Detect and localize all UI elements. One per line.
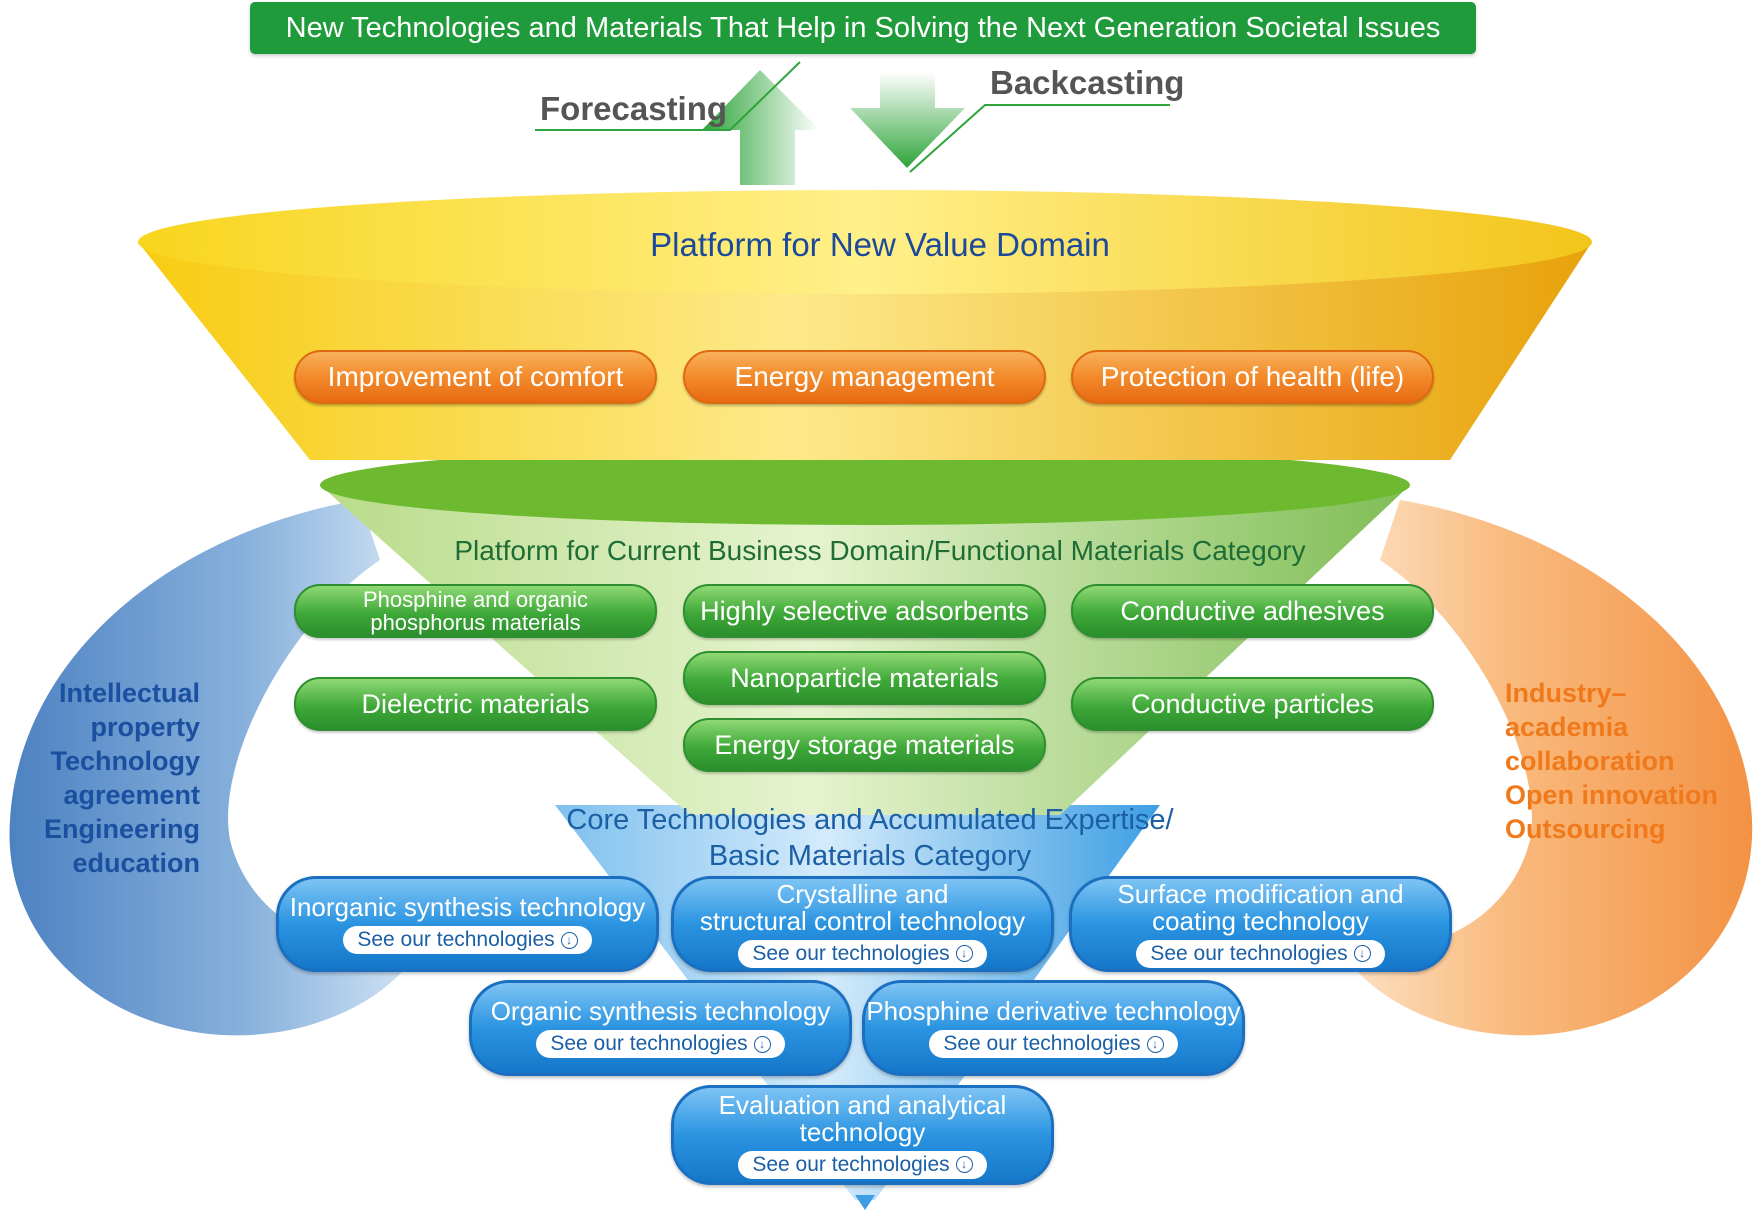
crystalline-card: Crystalline and structural control techn… <box>671 876 1054 972</box>
crystalline-label-line2: structural control technology <box>699 905 1026 936</box>
left-collaboration-arm <box>9 500 420 1036</box>
right-item: academia <box>1505 712 1629 742</box>
left-item: Engineering <box>43 814 200 844</box>
health-pill: Protection of health (life) <box>1071 350 1434 404</box>
inorganic-synthesis-card: Inorganic synthesis technology See our t… <box>276 876 659 972</box>
new-value-title: Platform for New Value Domain <box>650 226 1110 263</box>
see-label: See our technologies <box>752 941 950 965</box>
organic-see-button[interactable]: See our technologies ↓ <box>536 1030 785 1058</box>
evaluation-label: Evaluation and analytical technology <box>718 1089 1007 1147</box>
surface-modification-card: Surface modification and coating technol… <box>1069 876 1452 972</box>
energy-management-pill: Energy management <box>683 350 1046 404</box>
arrow-down-circle-icon: ↓ <box>560 931 578 949</box>
see-label: See our technologies <box>357 928 555 951</box>
right-side-list: Industry– academia collaboration Open in… <box>1505 676 1745 846</box>
see-label: See our technologies <box>752 1152 950 1176</box>
conductive-adhesives-pill: Conductive adhesives <box>1071 584 1434 638</box>
right-item: Open innovation <box>1505 780 1718 810</box>
phosphine-pill-line2: phosphorus materials <box>370 610 581 635</box>
core-title-line2: Basic Materials Category <box>708 840 1032 872</box>
forecasting-label: Forecasting <box>540 90 728 127</box>
backcasting-label: Backcasting <box>990 64 1185 101</box>
surface-see-button[interactable]: See our technologies ↓ <box>1136 939 1385 968</box>
arrow-down-circle-icon: ↓ <box>753 1035 771 1053</box>
organic-synthesis-card: Organic synthesis technology See our tec… <box>469 980 852 1076</box>
crystalline-label-line1: Crystalline and <box>776 878 949 909</box>
surface-label-line1: Surface modification and <box>1117 878 1404 909</box>
backcast-arrow-down <box>850 72 965 168</box>
surface-label-line2: coating technology <box>1152 905 1369 936</box>
left-item: Intellectual <box>58 678 200 708</box>
left-item: property <box>90 712 200 742</box>
left-side-list: Intellectual property Technology agreeme… <box>20 676 200 880</box>
evaluation-see-button[interactable]: See our technologies ↓ <box>738 1150 987 1179</box>
core-title-line1: Core Technologies and Accumulated Expert… <box>566 804 1174 836</box>
top-banner: New Technologies and Materials That Help… <box>250 2 1476 54</box>
phosphine-pill-line1: Phosphine and organic <box>362 587 589 612</box>
inorganic-synthesis-label: Inorganic synthesis technology <box>289 892 646 922</box>
green-funnel <box>320 485 1410 815</box>
phosphine-derivative-label: Phosphine derivative technology <box>866 996 1241 1026</box>
arrow-down-circle-icon: ↓ <box>955 945 973 962</box>
evaluation-card: Evaluation and analytical technology See… <box>671 1085 1054 1185</box>
organic-synthesis-label: Organic synthesis technology <box>490 996 831 1026</box>
green-funnel-rim <box>320 445 1410 525</box>
core-technologies-title: Core Technologies and Accumulated Expert… <box>520 802 1220 874</box>
conductive-particles-pill: Conductive particles <box>1071 677 1434 731</box>
adsorbents-pill: Highly selective adsorbents <box>683 584 1046 638</box>
left-item: agreement <box>63 780 200 810</box>
left-item: Technology <box>50 746 200 776</box>
phosphine-derivative-see-button[interactable]: See our technologies ↓ <box>929 1030 1178 1058</box>
phosphine-pill: Phosphine and organic phosphorus materia… <box>294 584 657 638</box>
right-item: collaboration <box>1505 746 1675 776</box>
backcast-underline <box>909 104 1170 173</box>
see-label: See our technologies <box>943 1032 1141 1055</box>
nanoparticle-pill: Nanoparticle materials <box>683 651 1046 705</box>
right-item: Outsourcing <box>1505 814 1666 844</box>
arrow-down-circle-icon: ↓ <box>1146 1035 1164 1053</box>
right-item: Industry– <box>1505 678 1627 708</box>
left-item: education <box>72 848 200 878</box>
arrow-down-circle-icon: ↓ <box>1353 945 1371 962</box>
inorganic-see-button[interactable]: See our technologies ↓ <box>343 926 592 954</box>
see-label: See our technologies <box>550 1032 748 1055</box>
current-business-title: Platform for Current Business Domain/Fun… <box>454 535 1306 566</box>
right-collaboration-arm <box>1340 500 1753 1036</box>
see-label: See our technologies <box>1150 941 1348 965</box>
comfort-pill: Improvement of comfort <box>294 350 657 404</box>
phosphine-derivative-card: Phosphine derivative technology See our … <box>862 980 1245 1076</box>
blue-funnel-tip <box>855 1195 875 1210</box>
yellow-funnel-rim <box>138 190 1592 294</box>
crystalline-see-button[interactable]: See our technologies ↓ <box>738 939 987 968</box>
forecast-arrow-up <box>702 70 820 185</box>
energy-storage-pill: Energy storage materials <box>683 718 1046 772</box>
forecast-underline <box>535 61 801 131</box>
dielectric-pill: Dielectric materials <box>294 677 657 731</box>
arrow-down-circle-icon: ↓ <box>955 1156 973 1173</box>
